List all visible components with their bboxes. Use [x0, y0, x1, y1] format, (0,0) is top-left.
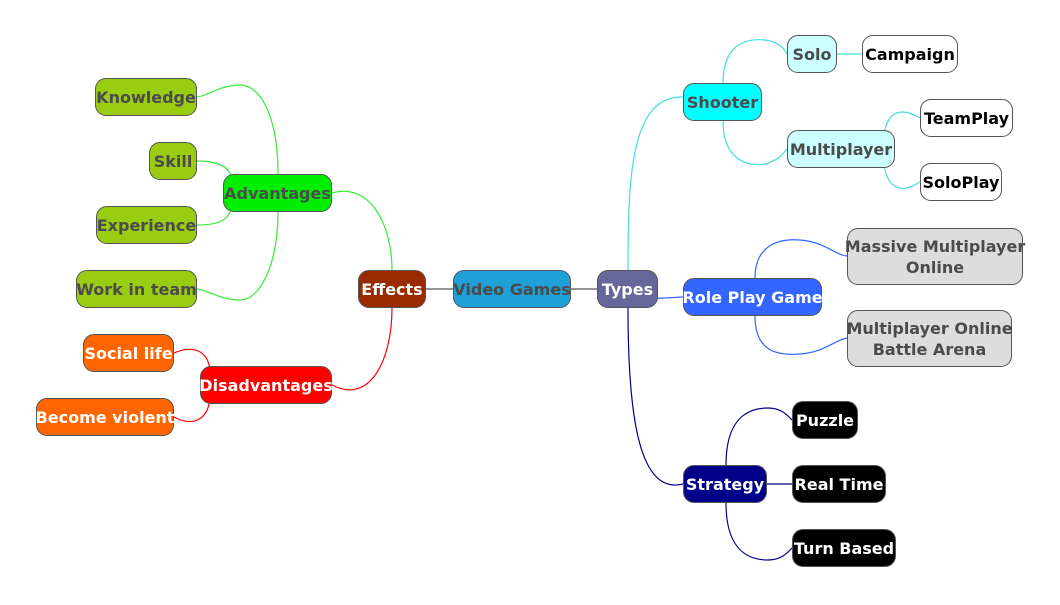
node-puzzle[interactable]: Puzzle [792, 401, 858, 439]
node-moba[interactable]: Multiplayer Online Battle Arena [846, 310, 1013, 367]
node-campaign[interactable]: Campaign [862, 35, 958, 73]
node-real-time[interactable]: Real Time [792, 465, 886, 503]
link-rpg-mmo [754, 239, 848, 279]
link-advantages-knowledge [196, 84, 279, 175]
node-multiplayer[interactable]: Multiplayer [787, 130, 895, 168]
node-solo[interactable]: Solo [787, 35, 837, 73]
root-label: Video Games [453, 279, 571, 299]
puzzle-label: Puzzle [795, 410, 855, 430]
advantage-item[interactable]: Skill [149, 142, 197, 180]
node-mmo[interactable]: Massive Multiplayer Online [844, 228, 1026, 285]
node-advantages[interactable]: Advantages [223, 174, 332, 212]
node-role-play-game[interactable]: Role Play Game [682, 278, 823, 316]
advantage-item-label: Experience [96, 215, 197, 235]
mmo-label-line2: Online [905, 257, 965, 277]
root-node-video-games[interactable]: Video Games [453, 270, 571, 308]
multiplayer-label: Multiplayer [789, 139, 893, 159]
moba-label-line2: Battle Arena [872, 339, 987, 359]
soloplay-label: SoloPlay [922, 172, 1000, 192]
campaign-label: Campaign [865, 44, 955, 64]
turn-based-label: Turn Based [793, 538, 895, 558]
effects-label: Effects [361, 279, 423, 299]
link-strategy-turnbased [725, 502, 793, 561]
advantage-item-label: Knowledge [96, 87, 196, 107]
moba-label-line1: Multiplayer Online [846, 318, 1013, 338]
link-strategy-puzzle [725, 407, 793, 466]
real-time-label: Real Time [794, 474, 884, 494]
node-effects[interactable]: Effects [358, 270, 426, 308]
mmo-label-line1: Massive Multiplayer [844, 236, 1026, 256]
node-turn-based[interactable]: Turn Based [792, 529, 896, 567]
node-types[interactable]: Types [597, 270, 658, 308]
link-shooter-multiplayer [722, 120, 788, 166]
node-soloplay[interactable]: SoloPlay [920, 163, 1002, 201]
node-strategy[interactable]: Strategy [683, 465, 767, 503]
shooter-label: Shooter [686, 92, 759, 112]
advantage-item[interactable]: Knowledge [95, 78, 197, 116]
types-label: Types [601, 279, 654, 299]
advantages-label: Advantages [224, 183, 331, 203]
disadvantage-item-label: Become violent [35, 407, 175, 427]
node-disadvantages[interactable]: Disadvantages [199, 366, 333, 404]
advantage-item[interactable]: Work in team [76, 270, 197, 308]
link-effects-disadvantages [331, 307, 393, 391]
disadvantage-item[interactable]: Become violent [36, 398, 174, 436]
solo-label: Solo [792, 44, 832, 64]
disadvantages-label: Disadvantages [199, 375, 333, 395]
strategy-label: Strategy [685, 474, 765, 494]
disadvantage-item-label: Social life [84, 343, 173, 363]
rpg-label: Role Play Game [682, 287, 823, 307]
disadvantage-item[interactable]: Social life [83, 334, 174, 372]
advantage-item-label: Work in team [76, 279, 197, 299]
link-advantages-work [196, 211, 279, 301]
link-types-strategy [627, 307, 684, 486]
node-teamplay[interactable]: TeamPlay [920, 99, 1013, 137]
advantage-item-label: Skill [153, 151, 193, 171]
link-rpg-moba [754, 315, 848, 355]
link-shooter-solo [722, 39, 788, 84]
link-effects-advantages [331, 190, 393, 271]
link-types-shooter [627, 96, 684, 271]
node-shooter[interactable]: Shooter [683, 83, 762, 121]
teamplay-label: TeamPlay [923, 108, 1010, 128]
advantage-item[interactable]: Experience [96, 206, 197, 244]
